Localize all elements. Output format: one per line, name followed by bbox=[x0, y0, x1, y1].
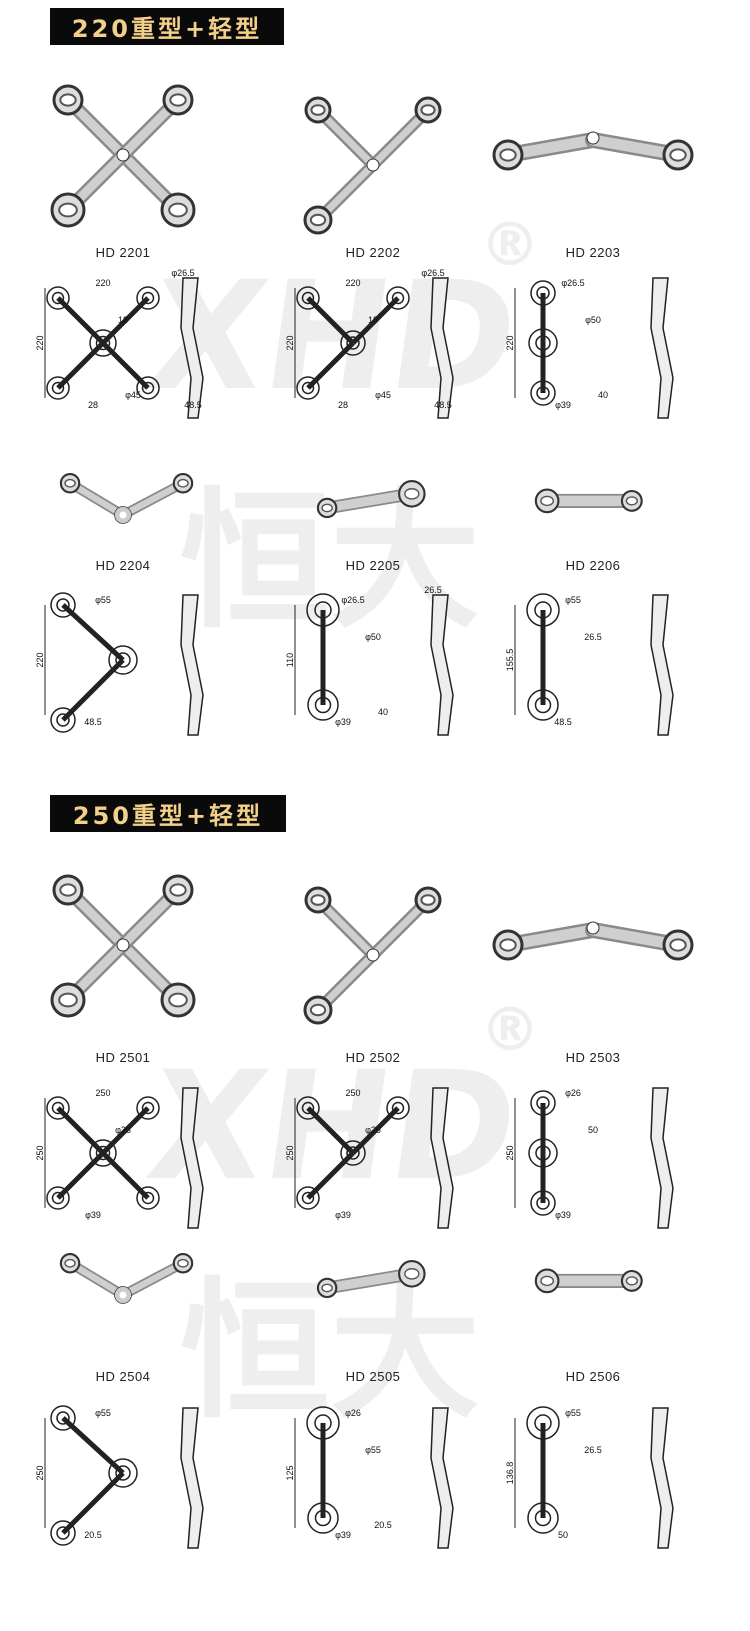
dimension-label: 40 bbox=[598, 390, 608, 400]
dimension-label: φ55 bbox=[95, 1408, 111, 1418]
product-code: HD 2506 bbox=[565, 1369, 621, 1384]
product-photo bbox=[492, 921, 694, 961]
technical-drawing: 250 φ26 φ39 50 bbox=[505, 1087, 674, 1229]
dimension-label: φ55 bbox=[95, 595, 111, 605]
dimension-label: 20.5 bbox=[84, 1530, 102, 1540]
dimension-label: 48.5 bbox=[84, 717, 102, 727]
dimension-label: φ55 bbox=[565, 595, 581, 605]
dimension-label: φ26.5 bbox=[561, 278, 584, 288]
product-code: HD 2501 bbox=[95, 1050, 151, 1065]
dimension-label: φ39 bbox=[335, 1530, 351, 1540]
dimension-label: φ26.5 bbox=[421, 268, 444, 278]
dimension-label: 125 bbox=[285, 1465, 295, 1480]
dimension-label: 26.5 bbox=[584, 1445, 602, 1455]
dimension-label: 220 bbox=[95, 278, 110, 288]
product-photo bbox=[316, 1260, 426, 1299]
product-code: HD 2201 bbox=[95, 245, 151, 260]
dimension-label: 48.5 bbox=[554, 717, 572, 727]
dimension-label: φ26.5 bbox=[341, 595, 364, 605]
product-photo bbox=[492, 131, 694, 171]
technical-drawing: 220 φ55 48.5 bbox=[35, 592, 204, 736]
product-code: HD 2204 bbox=[95, 558, 151, 573]
dimension-label: 250 bbox=[505, 1145, 515, 1160]
technical-drawing: 250 250 φ39 φ26 bbox=[285, 1087, 454, 1229]
dimension-label: 26.5 bbox=[424, 585, 442, 595]
dimension-label: φ26 bbox=[115, 1125, 131, 1135]
dimension-label: φ50 bbox=[585, 315, 601, 325]
technical-drawing: 250 φ55 20.5 bbox=[35, 1405, 204, 1549]
section-header: 220重型+轻型 bbox=[50, 8, 284, 45]
dimension-label: φ55 bbox=[565, 1408, 581, 1418]
dimension-label: 220 bbox=[35, 335, 45, 350]
dimension-label: 18 bbox=[118, 315, 128, 325]
dimension-label: φ26 bbox=[565, 1088, 581, 1098]
dimension-label: φ26 bbox=[345, 1408, 361, 1418]
technical-drawing: 220 φ26.5 φ39 φ50 40 bbox=[505, 277, 674, 419]
technical-drawing: 136.8 φ55 50 26.5 bbox=[505, 1406, 674, 1549]
technical-drawing: 220 220 28 18 φ45 φ26.5 48.5 bbox=[285, 268, 454, 419]
product-photo bbox=[50, 874, 196, 1018]
dimension-label: φ26.5 bbox=[171, 268, 194, 278]
section-header: 250重型+轻型 bbox=[50, 795, 286, 832]
product-photo bbox=[303, 96, 442, 235]
dimension-label: 40 bbox=[378, 707, 388, 717]
dimension-label: 48.5 bbox=[434, 400, 452, 410]
dimension-label: 250 bbox=[345, 1088, 360, 1098]
dimension-label: 20.5 bbox=[374, 1520, 392, 1530]
dimension-label: φ45 bbox=[125, 390, 141, 400]
product-code: HD 2504 bbox=[95, 1369, 151, 1384]
dimension-label: φ39 bbox=[335, 717, 351, 727]
dimension-label: φ39 bbox=[555, 1210, 571, 1220]
dimension-label: 250 bbox=[285, 1145, 295, 1160]
dimension-label: 48.5 bbox=[184, 400, 202, 410]
product-photo bbox=[534, 488, 643, 514]
product-code: HD 2206 bbox=[565, 558, 621, 573]
technical-drawing: 155.5 φ55 48.5 26.5 bbox=[505, 593, 674, 736]
technical-drawing: 220 220 28 18 φ45 φ26.5 48.5 bbox=[35, 268, 204, 419]
dimension-label: 136.8 bbox=[505, 1462, 515, 1485]
technical-drawing: 250 250 φ39 φ26 bbox=[35, 1087, 204, 1229]
dimension-label: 220 bbox=[35, 652, 45, 667]
product-code: HD 2203 bbox=[565, 245, 621, 260]
dimension-label: 250 bbox=[95, 1088, 110, 1098]
product-photo bbox=[50, 84, 196, 228]
dimension-label: 250 bbox=[35, 1465, 45, 1480]
dimension-label: 220 bbox=[345, 278, 360, 288]
product-code: HD 2503 bbox=[565, 1050, 621, 1065]
dimension-label: 18 bbox=[368, 315, 378, 325]
technical-drawing: 125 φ26 φ39 φ55 20.5 bbox=[285, 1406, 454, 1549]
dimension-label: 250 bbox=[35, 1145, 45, 1160]
dimension-label: φ26 bbox=[365, 1125, 381, 1135]
dimension-label: 220 bbox=[505, 335, 515, 350]
dimension-label: 155.5 bbox=[505, 649, 515, 672]
dimension-label: φ39 bbox=[335, 1210, 351, 1220]
product-photo bbox=[303, 886, 442, 1025]
dimension-label: φ55 bbox=[365, 1445, 381, 1455]
dimension-label: 28 bbox=[88, 400, 98, 410]
product-code: HD 2505 bbox=[345, 1369, 401, 1384]
dimension-label: 50 bbox=[558, 1530, 568, 1540]
dimension-label: 220 bbox=[285, 335, 295, 350]
dimension-label: 50 bbox=[588, 1125, 598, 1135]
product-code: HD 2502 bbox=[345, 1050, 401, 1065]
dimension-label: 28 bbox=[338, 400, 348, 410]
product-code: HD 2205 bbox=[345, 558, 401, 573]
product-code: HD 2202 bbox=[345, 245, 401, 260]
product-photo bbox=[534, 1268, 643, 1294]
dimension-label: φ39 bbox=[85, 1210, 101, 1220]
dimension-label: φ39 bbox=[555, 400, 571, 410]
product-photo bbox=[59, 473, 194, 524]
dimension-label: φ45 bbox=[375, 390, 391, 400]
dimension-label: φ50 bbox=[365, 632, 381, 642]
dimension-label: 110 bbox=[285, 653, 295, 667]
dimension-label: 26.5 bbox=[584, 632, 602, 642]
product-photo bbox=[59, 1253, 194, 1304]
product-photo bbox=[316, 480, 426, 519]
technical-drawing: 110 φ26.5 φ39 φ50 40 26.5 bbox=[285, 585, 454, 736]
